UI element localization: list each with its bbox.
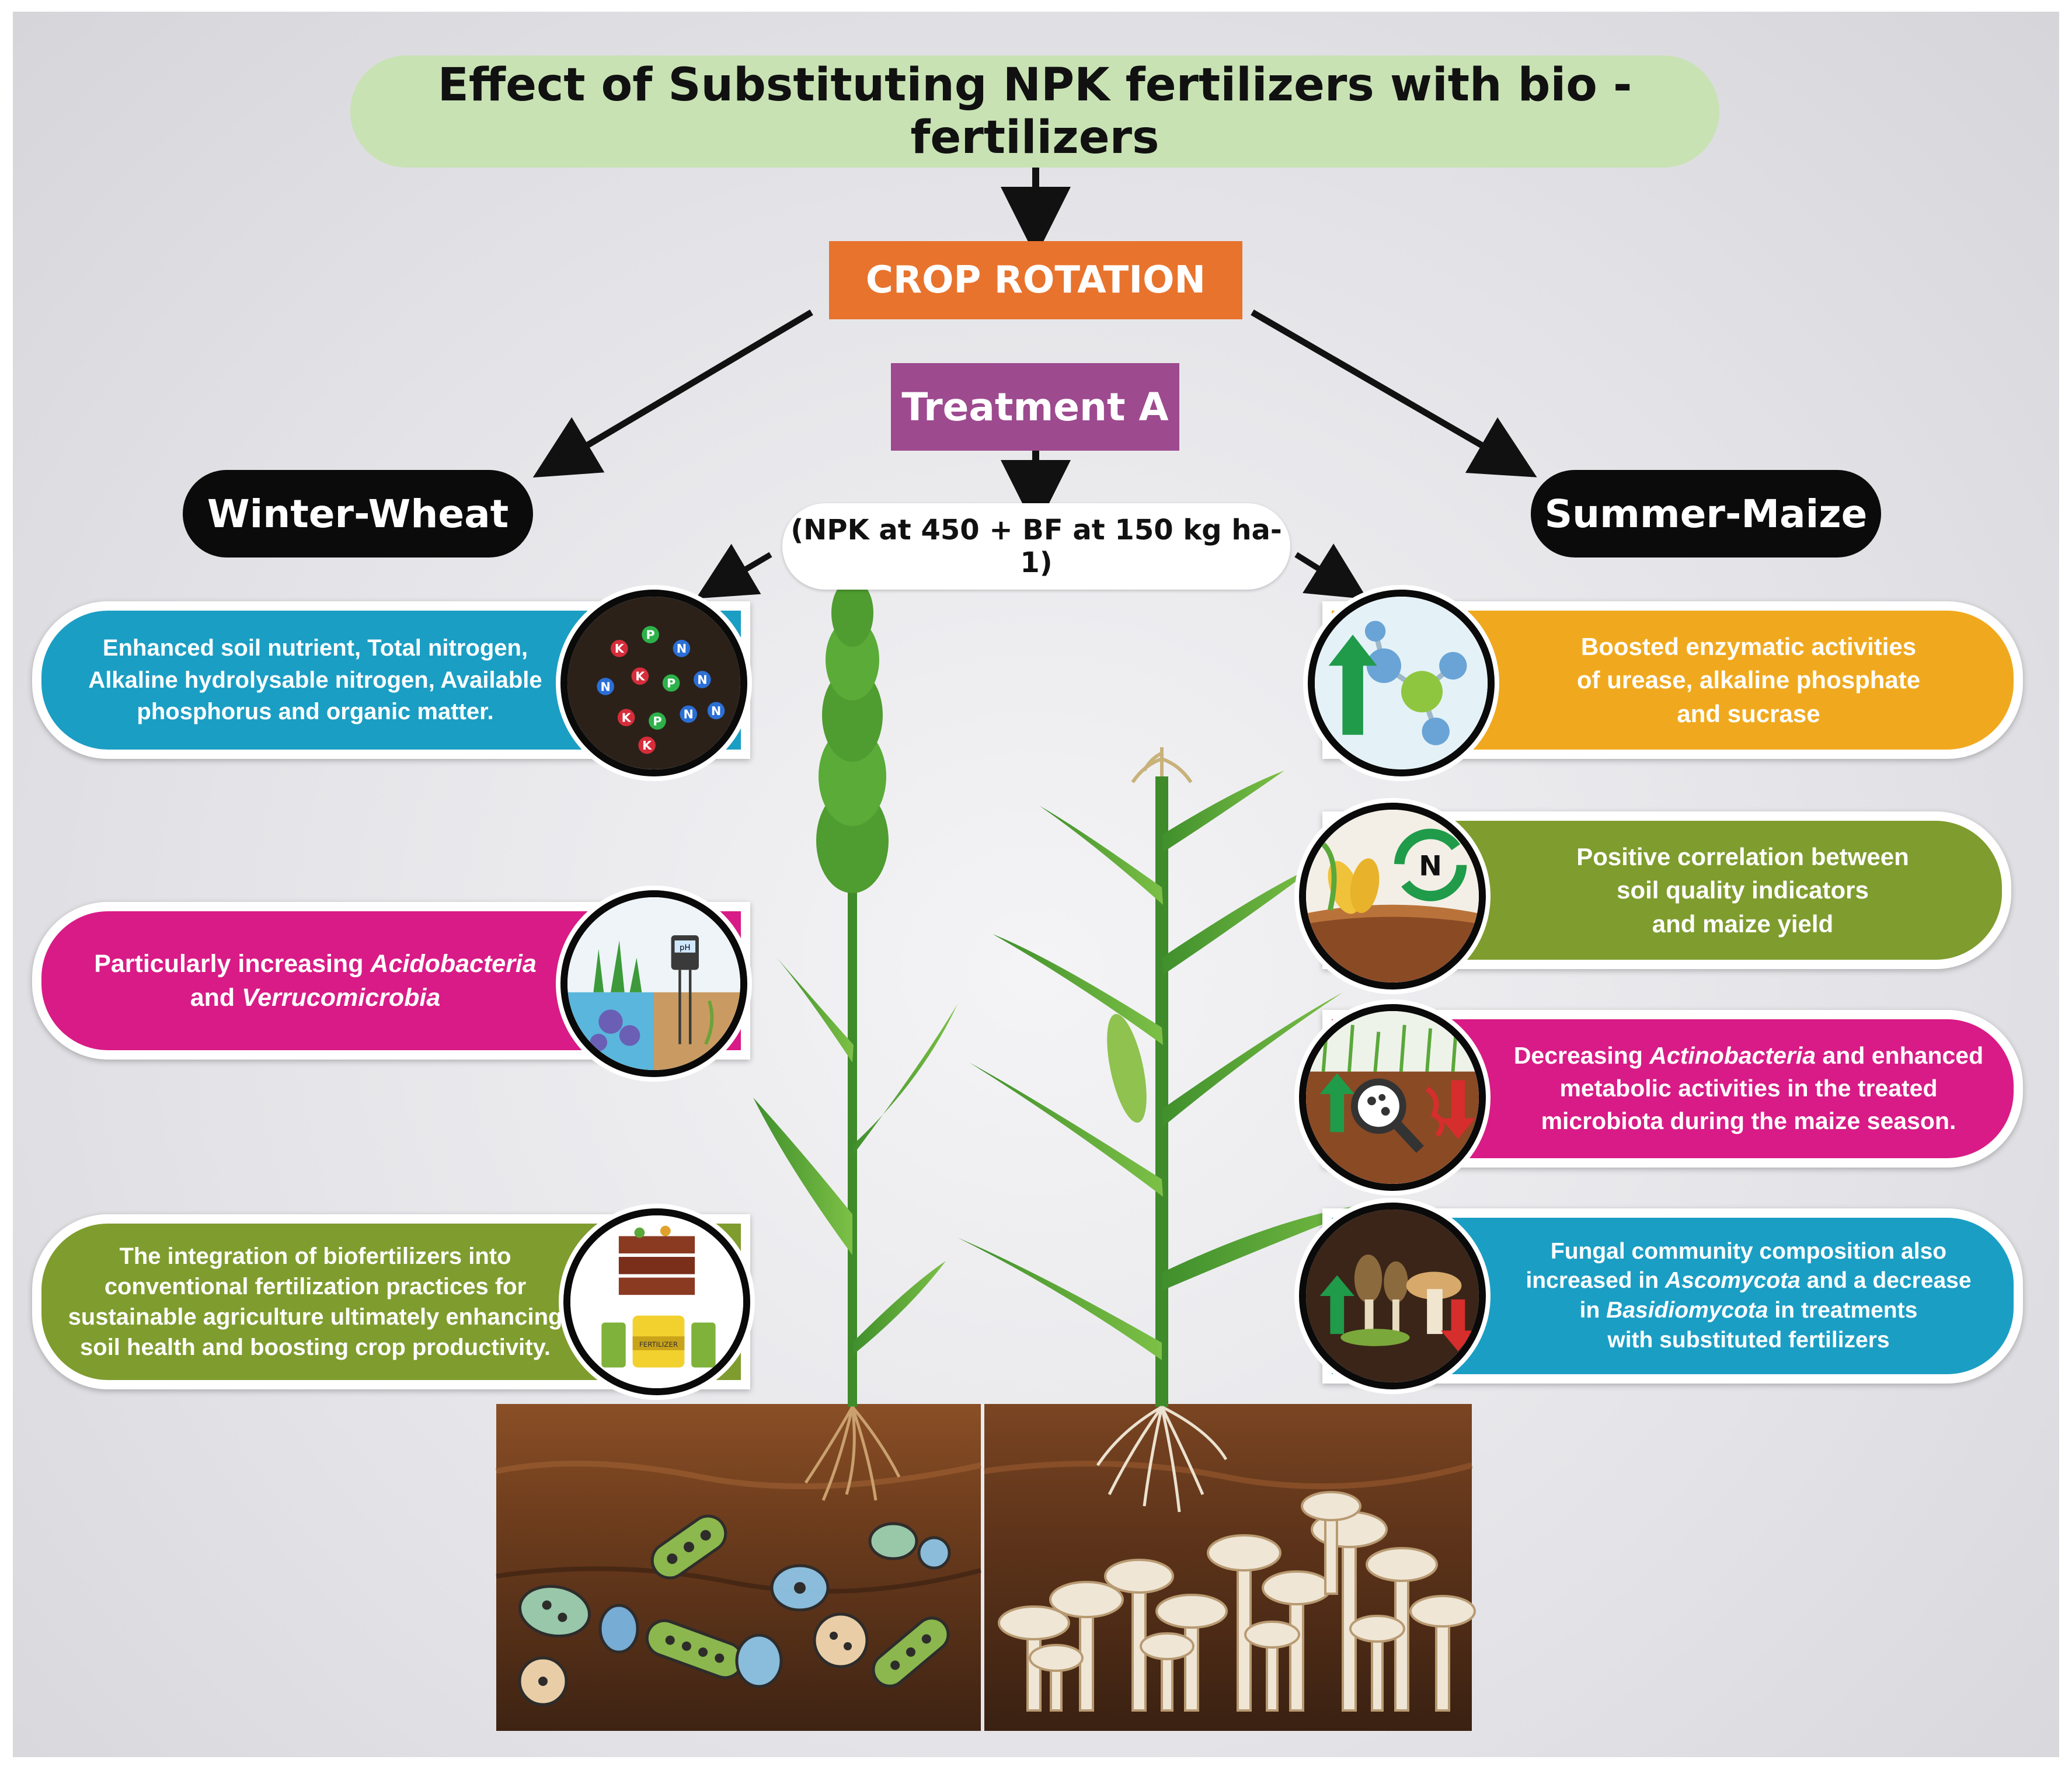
arrow-dose-to-left bbox=[695, 543, 772, 599]
crop-rotation-box: CROP ROTATION bbox=[829, 241, 1242, 319]
summer-maize-label: Summer-Maize bbox=[1531, 470, 1881, 558]
svg-text:P: P bbox=[646, 628, 654, 642]
arrow-crop-to-maize bbox=[1251, 309, 1537, 478]
soil-nutrient-icon: K P N N K P N K P N K N bbox=[560, 590, 747, 776]
title-banner: Effect of Substituting NPK fertilizers w… bbox=[350, 55, 1719, 168]
panel-text: Boosted enzymatic activities of urease, … bbox=[1576, 633, 1921, 727]
soil-microbe-magnifier-icon bbox=[1299, 1004, 1486, 1191]
panel-text: Particularly increasing Acidobacteria an… bbox=[94, 949, 537, 1012]
enzyme-molecule-icon bbox=[1308, 590, 1495, 776]
wheat-plant bbox=[753, 513, 957, 1501]
wheat-roots bbox=[804, 1406, 901, 1501]
svg-text:N: N bbox=[697, 673, 707, 687]
svg-text:FERTILIZER: FERTILIZER bbox=[639, 1340, 678, 1349]
maize-plant bbox=[957, 747, 1378, 1513]
svg-text:K: K bbox=[642, 738, 652, 752]
panel-text: The integration of biofertilizers into c… bbox=[68, 1243, 563, 1360]
svg-text:P: P bbox=[667, 676, 675, 690]
treatment-box: Treatment A bbox=[891, 363, 1179, 451]
maize-tassel bbox=[1131, 747, 1193, 783]
soil-ph-meter-icon: pH bbox=[560, 890, 747, 1077]
maize-roots bbox=[1096, 1405, 1228, 1513]
winter-wheat-label: Winter-Wheat bbox=[183, 470, 533, 558]
svg-text:pH: pH bbox=[680, 943, 690, 952]
svg-text:K: K bbox=[635, 670, 645, 684]
panel-text: Enhanced soil nutrient, Total nitrogen, … bbox=[88, 635, 542, 725]
svg-text:N: N bbox=[1419, 850, 1442, 882]
panel-text: Positive correlation between soil qualit… bbox=[1576, 843, 1909, 938]
wheat-ear bbox=[816, 513, 889, 893]
compost-fertilizer-icon: FERTILIZER bbox=[563, 1208, 750, 1395]
svg-text:N: N bbox=[711, 704, 721, 718]
panel-text: Decreasing Actinobacteria and enhanced m… bbox=[1513, 1042, 1984, 1134]
mushroom-fungi-icon bbox=[1299, 1203, 1486, 1389]
svg-text:P: P bbox=[653, 715, 661, 729]
dose-label: (NPK at 450 + BF at 150 kg ha-1) bbox=[782, 503, 1290, 590]
svg-text:K: K bbox=[615, 642, 625, 656]
svg-text:K: K bbox=[622, 711, 632, 725]
soil-mushrooms bbox=[998, 1491, 1476, 1712]
svg-text:N: N bbox=[684, 708, 694, 722]
panel-text: Fungal community composition also increa… bbox=[1526, 1238, 1972, 1353]
nitrogen-cycle-icon: N bbox=[1299, 803, 1486, 989]
arrow-dose-to-right bbox=[1294, 543, 1368, 600]
arrow-crop-to-wheat bbox=[532, 309, 813, 478]
svg-text:N: N bbox=[600, 680, 610, 694]
soil-bacteria bbox=[518, 1514, 951, 1706]
svg-text:N: N bbox=[677, 642, 687, 656]
